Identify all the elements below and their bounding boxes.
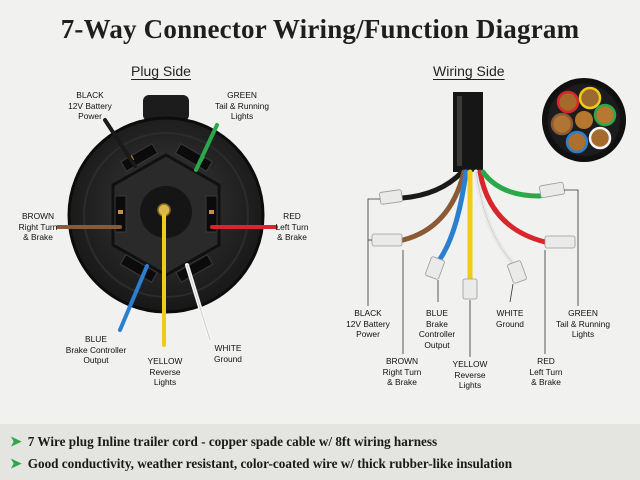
cable-jacket (453, 92, 483, 172)
features-footer: ➤ 7 Wire plug Inline trailer cord - coppe… (0, 424, 640, 480)
green-chevron-arrow-icon: ➤ (10, 457, 22, 472)
feature-item: ➤ Good conductivity, weather resistant, c… (10, 456, 512, 473)
spade-terminals (371, 181, 576, 300)
plug-side-heading: Plug Side (131, 63, 191, 79)
plug-connector-face (67, 95, 265, 314)
wiring-leader-lines (367, 189, 579, 357)
feature-text: Good conductivity, weather resistant, co… (27, 456, 513, 471)
feature-text: 7 Wire plug Inline trailer cord - copper… (27, 434, 438, 449)
cable-end-view-photo (542, 78, 626, 162)
wiring-diagram (56, 78, 626, 357)
wiring-side-heading: Wiring Side (433, 63, 505, 79)
diagram-title: 7-Way Connector Wiring/Function Diagram (60, 14, 580, 44)
plug-pointers (56, 118, 278, 347)
feature-item: ➤ 7 Wire plug Inline trailer cord - coppe… (10, 434, 437, 451)
green-chevron-arrow-icon: ➤ (10, 435, 22, 450)
harness-wires (399, 169, 548, 283)
